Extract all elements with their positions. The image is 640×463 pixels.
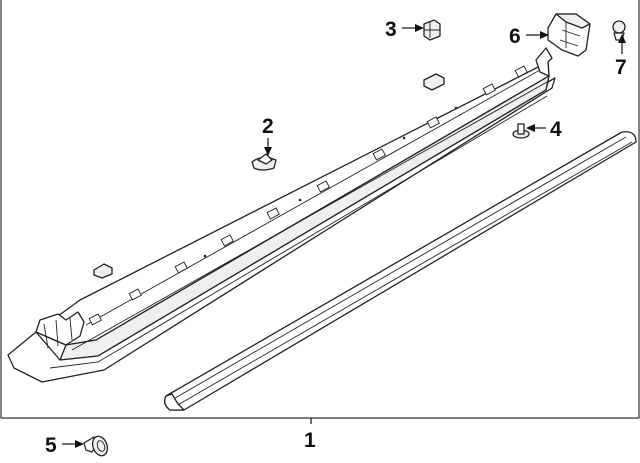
callout-3: 3 (385, 18, 397, 41)
loose-clip-upper (423, 73, 445, 91)
callout-1: 1 (304, 429, 316, 452)
loose-clip-lower (93, 263, 113, 279)
callout-labels: 1 2 3 4 5 6 7 (45, 18, 627, 457)
leader-lines (62, 24, 626, 448)
callout-4: 4 (550, 118, 562, 141)
push-pin-part-5 (83, 435, 109, 457)
rocker-moulding-end-cap (164, 393, 185, 411)
sill-panel-slots (88, 65, 528, 326)
end-bracket-part-6 (547, 13, 591, 57)
clip-part-3 (423, 19, 441, 41)
sill-panel-bottom-lip (7, 77, 556, 383)
sill-panel-top-face (35, 61, 550, 346)
assembly-frame (0, 0, 640, 419)
callout-5: 5 (45, 434, 57, 457)
callout-7: 7 (615, 56, 627, 79)
sill-panel (7, 47, 556, 383)
sill-panel-right-end (535, 47, 553, 77)
callout-6: 6 (509, 25, 521, 48)
rocker-moulding (164, 131, 637, 411)
retainer-part-2 (251, 153, 277, 171)
callout-2: 2 (262, 115, 274, 138)
stud-part-4 (512, 123, 530, 139)
